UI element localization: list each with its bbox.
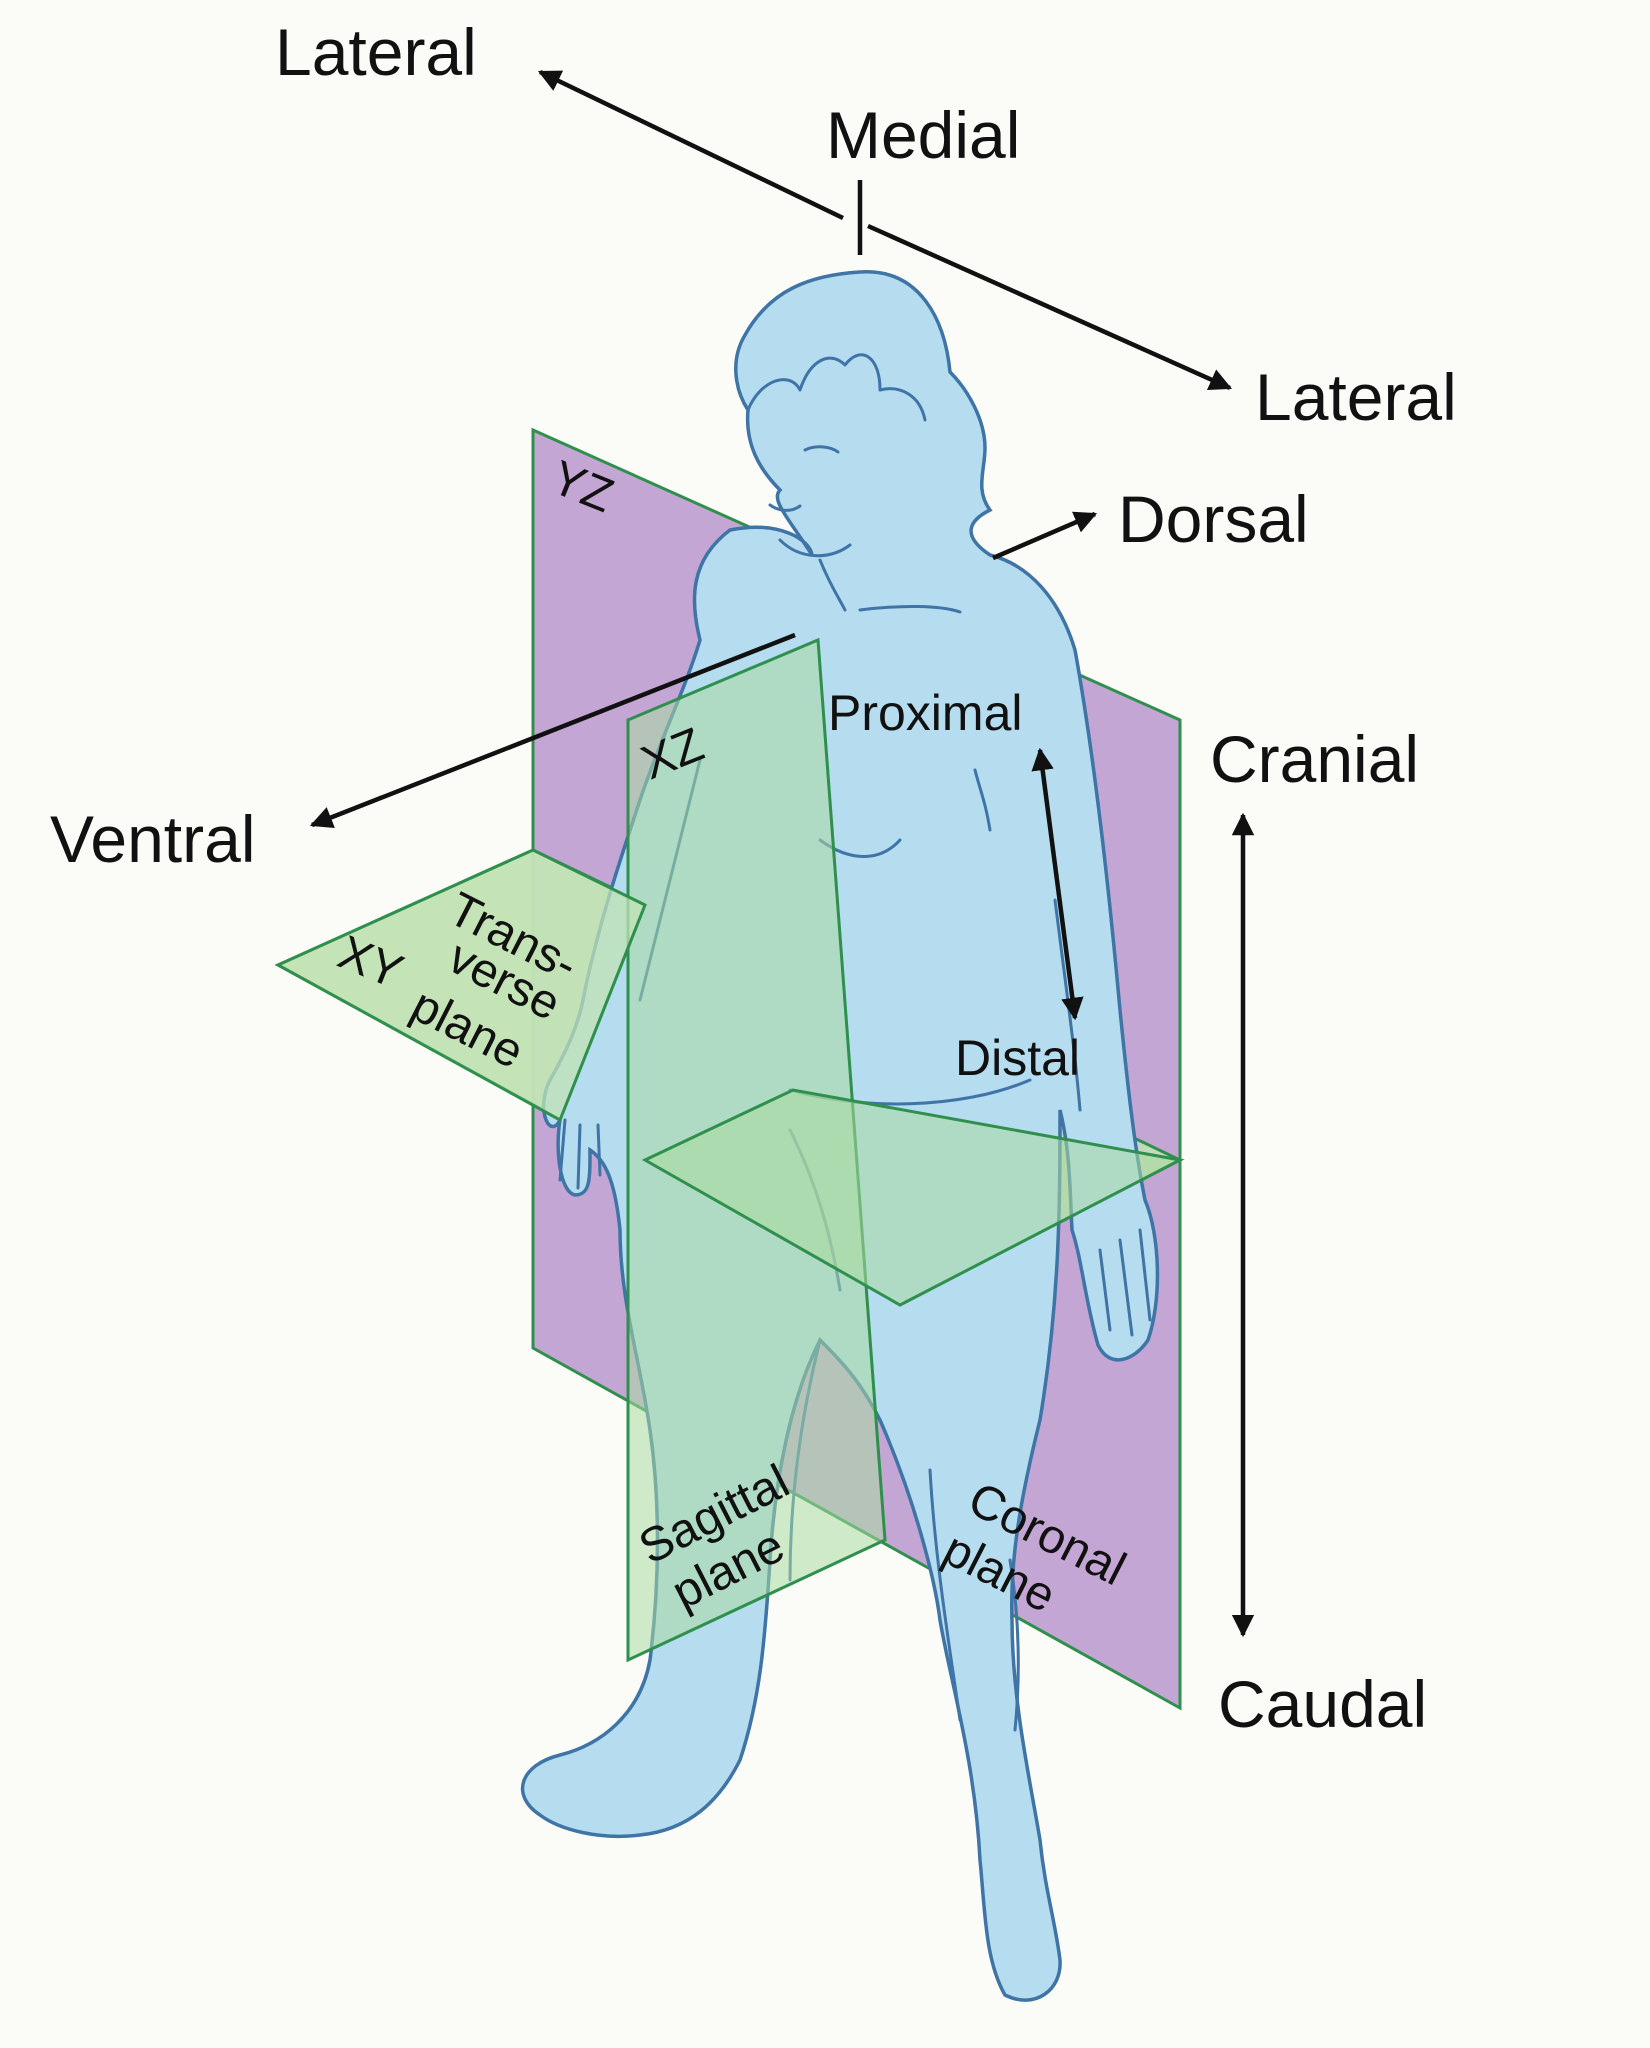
label-ventral: Ventral xyxy=(50,802,255,876)
neck-line xyxy=(818,558,847,612)
dorsal-arrow xyxy=(992,511,1098,561)
right-leg-inner-line xyxy=(928,1468,962,1722)
ventral-arrow xyxy=(309,632,796,829)
transverse-plane-front xyxy=(274,848,647,1123)
face-mouth-line xyxy=(768,503,802,512)
label-distal: Distal xyxy=(955,1030,1080,1086)
lateral-left-arrow xyxy=(537,69,844,221)
armpit-line xyxy=(973,768,992,832)
proximal-distal-arrow xyxy=(1031,747,1084,1021)
right-knee-line xyxy=(1008,1558,1020,1732)
label-proximal: Proximal xyxy=(828,685,1022,741)
lateral-right-arrow xyxy=(867,223,1233,391)
label-lateral-right: Lateral xyxy=(1255,360,1457,434)
label-medial: Medial xyxy=(826,98,1020,172)
left-hand-fingers xyxy=(558,1118,602,1190)
chin-line xyxy=(778,538,852,558)
transverse-plane-lower xyxy=(641,1088,1185,1307)
label-caudal: Caudal xyxy=(1218,1667,1427,1741)
hair-outline xyxy=(746,353,927,422)
collarbone-line xyxy=(858,604,962,614)
right-hand-fingers xyxy=(1098,1228,1152,1337)
label-lateral-left: Lateral xyxy=(275,15,477,89)
face-eye-line xyxy=(803,445,840,454)
label-dorsal: Dorsal xyxy=(1118,482,1309,556)
label-cranial: Cranial xyxy=(1210,722,1419,796)
